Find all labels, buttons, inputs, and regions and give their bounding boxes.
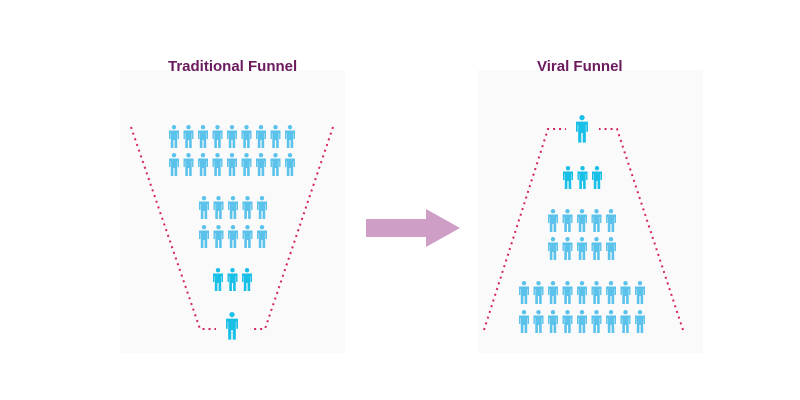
- traditional-funnel-people: [169, 125, 295, 340]
- person-icon: [213, 225, 224, 248]
- person-icon: [212, 153, 223, 176]
- person-icon: [606, 310, 616, 333]
- viral-funnel-left-edge: [483, 128, 566, 331]
- person-icon: [257, 225, 267, 248]
- person-icon: [270, 153, 281, 176]
- person-icon: [228, 196, 238, 219]
- person-icon: [620, 310, 631, 333]
- traditional-funnel-panel: [120, 70, 345, 353]
- person-icon: [183, 125, 194, 148]
- person-icon: [242, 196, 253, 219]
- person-icon: [213, 196, 224, 219]
- person-icon: [577, 237, 587, 260]
- person-icon: [548, 281, 558, 304]
- person-icon: [198, 153, 208, 176]
- person-icon: [169, 153, 179, 176]
- person-icon: [562, 310, 573, 333]
- person-icon: [635, 310, 645, 333]
- viral-funnel-outline: [483, 128, 684, 331]
- person-icon: [635, 281, 645, 304]
- person-icon: [242, 225, 253, 248]
- person-icon: [257, 196, 267, 219]
- person-icon: [591, 310, 602, 333]
- right-arrow-icon: [366, 209, 460, 247]
- person-icon: [198, 125, 208, 148]
- traditional-funnel-right-edge: [250, 126, 334, 330]
- person-icon: [169, 125, 179, 148]
- person-icon: [562, 237, 573, 260]
- person-icon: [519, 281, 529, 304]
- person-icon: [213, 268, 223, 291]
- person-icon: [227, 268, 238, 291]
- person-icon: [562, 209, 573, 232]
- person-icon: [533, 281, 544, 304]
- person-icon: [199, 225, 209, 248]
- person-icon: [577, 166, 588, 189]
- person-icon: [241, 153, 252, 176]
- person-icon: [592, 166, 602, 189]
- person-icon: [256, 153, 266, 176]
- person-icon: [620, 281, 631, 304]
- person-icon: [548, 237, 558, 260]
- person-icon: [591, 237, 602, 260]
- person-icon: [519, 310, 529, 333]
- person-icon: [606, 237, 616, 260]
- person-icon: [577, 209, 587, 232]
- person-icon: [285, 153, 295, 176]
- person-icon: [227, 153, 237, 176]
- person-icon: [606, 209, 616, 232]
- person-icon: [183, 153, 194, 176]
- person-icon: [562, 281, 573, 304]
- person-icon: [577, 310, 587, 333]
- person-icon: [256, 125, 266, 148]
- person-icon: [606, 281, 616, 304]
- traditional-funnel-outline: [130, 126, 334, 330]
- person-icon: [199, 196, 209, 219]
- viral-funnel-people: [519, 115, 645, 333]
- person-icon: [548, 310, 558, 333]
- traditional-funnel-title: Traditional Funnel: [168, 58, 298, 75]
- person-icon: [241, 125, 252, 148]
- person-icon: [576, 115, 588, 143]
- person-icon: [563, 166, 573, 189]
- person-icon: [228, 225, 238, 248]
- person-icon: [270, 125, 281, 148]
- person-icon: [242, 268, 252, 291]
- person-icon: [285, 125, 295, 148]
- person-icon: [533, 310, 544, 333]
- person-icon: [227, 125, 237, 148]
- viral-funnel-panel: [478, 70, 703, 353]
- person-icon: [548, 209, 558, 232]
- person-icon: [212, 125, 223, 148]
- viral-funnel-right-edge: [599, 128, 684, 331]
- viral-funnel-title: Viral Funnel: [537, 58, 623, 75]
- person-icon: [591, 281, 602, 304]
- person-icon: [591, 209, 602, 232]
- person-icon: [226, 312, 238, 340]
- person-icon: [577, 281, 587, 304]
